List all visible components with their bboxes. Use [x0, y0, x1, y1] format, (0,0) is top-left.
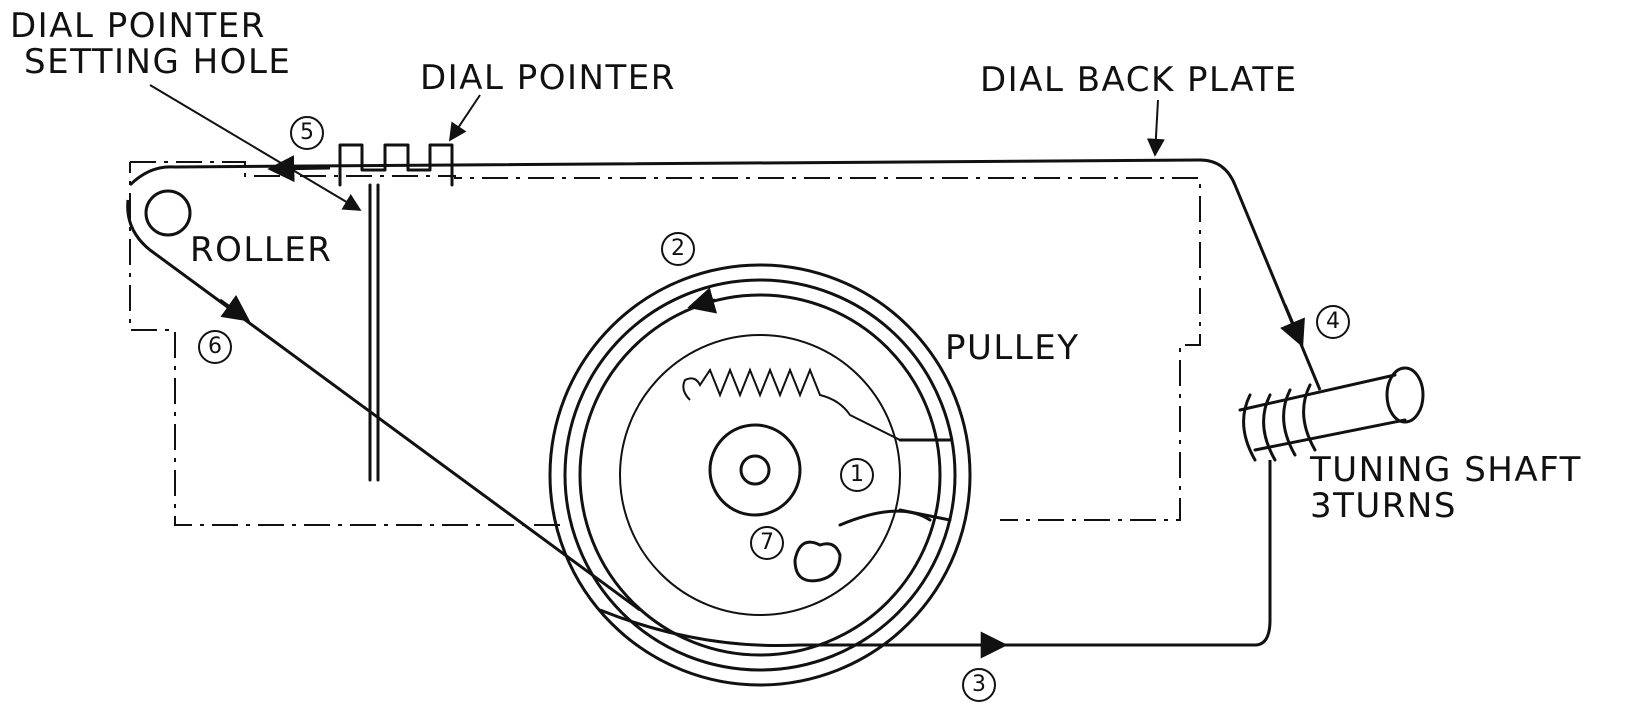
tuning-shaft	[1238, 366, 1425, 462]
step-3: 3	[962, 668, 996, 702]
label-pulley: PULLEY	[945, 328, 1080, 368]
step-5: 5	[290, 116, 324, 150]
label-tuning-shaft-line1: TUNING SHAFT	[1310, 450, 1582, 490]
step-7: 7	[750, 526, 784, 560]
cord-arrow-2	[687, 287, 718, 314]
dial-back-plate-outline	[129, 161, 1201, 526]
leader-setting-hole	[149, 84, 362, 211]
leader-back-plate	[1146, 99, 1165, 157]
dial-cord-top	[128, 158, 1322, 391]
label-tuning-shaft-line2: 3TURNS	[1310, 486, 1457, 526]
pulley-spring	[682, 367, 901, 441]
label-dial-back-plate: DIAL BACK PLATE	[980, 60, 1298, 100]
dial-pointer	[338, 143, 454, 187]
leader-dial-pointer	[449, 94, 481, 142]
label-dial-pointer-setting-hole-line2: SETTING HOLE	[24, 42, 292, 82]
cord-arrow-4	[1280, 304, 1305, 348]
label-dial-pointer-setting-hole-line1: DIAL POINTER	[10, 6, 266, 46]
cord-arrow-6	[219, 294, 251, 322]
label-roller: ROLLER	[190, 230, 333, 270]
roller	[144, 189, 192, 237]
step-4: 4	[1316, 305, 1350, 339]
cord-arrow-5	[267, 155, 331, 183]
step-1: 1	[840, 458, 874, 492]
dial-cord-lower	[126, 199, 641, 612]
step-6: 6	[198, 330, 232, 364]
label-dial-pointer: DIAL POINTER	[420, 58, 676, 98]
dial-cord-bottom	[599, 460, 1272, 648]
dial-pointer-stem	[368, 183, 380, 482]
pulley	[548, 263, 972, 687]
pulley-hook	[793, 509, 932, 583]
step-2: 2	[661, 232, 695, 266]
